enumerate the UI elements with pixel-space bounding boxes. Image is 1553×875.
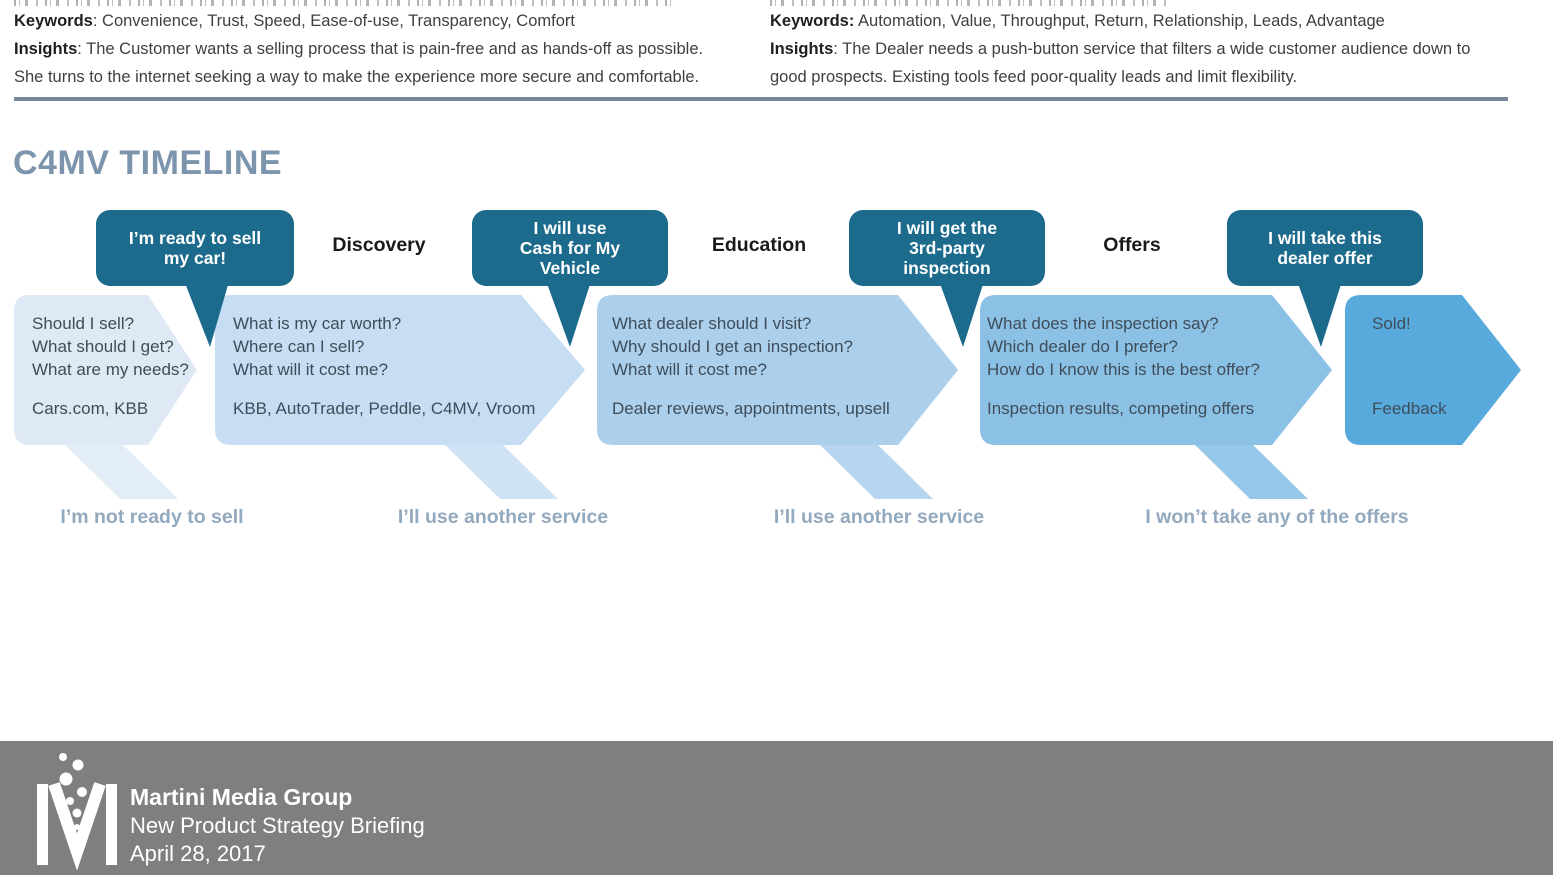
panel-sources-3: Dealer reviews, appointments, upsell — [612, 399, 890, 418]
question-line: What will it cost me? — [233, 360, 388, 379]
question-line: Which dealer do I prefer? — [987, 337, 1178, 356]
page-title: C4MV TIMELINE — [13, 144, 283, 182]
exit-tail-2 — [440, 440, 558, 499]
speech-bubble-inspection: I will get the 3rd-party inspection — [849, 210, 1045, 286]
question-line: Where can I sell? — [233, 337, 365, 356]
panel-sources-5: Feedback — [1372, 399, 1447, 418]
bubble-tail-2 — [545, 278, 592, 347]
exit-label-other-service-2: I’ll use another service — [773, 506, 985, 528]
speech-bubble-take-offer: I will take this dealer offer — [1227, 210, 1423, 286]
panel-sources-1: Cars.com, KBB — [32, 399, 149, 418]
panel-education — [597, 295, 958, 445]
panel-questions-4: What does the inspection say? Which deal… — [987, 312, 1260, 381]
panel-questions-3: What dealer should I visit? Why should I… — [612, 312, 853, 381]
exit-label-no-offers: I won’t take any of the offers — [1145, 506, 1409, 528]
panel-discovery — [215, 295, 585, 445]
bubble-line: I will use — [533, 218, 607, 238]
bubble-line: inspection — [903, 258, 991, 278]
panel-questions-1: Should I sell? What should I get? What a… — [32, 312, 189, 381]
exit-label-other-service-1: I’ll use another service — [397, 506, 609, 528]
panel-sources-2: KBB, AutoTrader, Peddle, C4MV, Vroom — [233, 399, 536, 418]
exit-tail-1 — [60, 440, 178, 499]
exit-tail-4 — [1190, 440, 1308, 499]
clipped-text-line-left — [14, 0, 676, 6]
insights-line1-dealer: Insights: The Dealer needs a push-button… — [770, 40, 1470, 59]
stage-label-education: Education — [711, 234, 807, 256]
keywords-text: : Convenience, Trust, Speed, Ease-of-use… — [92, 12, 575, 30]
keywords-text: Automation, Value, Throughput, Return, R… — [854, 12, 1385, 30]
footer-bar: Martini Media Group New Product Strategy… — [0, 741, 1553, 875]
panel-awareness — [14, 295, 197, 445]
panel-questions-5: Sold! — [1372, 312, 1411, 335]
timeline-diagram — [14, 278, 1521, 499]
question-line: What is my car worth? — [233, 314, 402, 333]
panel-offers — [980, 295, 1332, 445]
insights-line1-customer: Insights: The Customer wants a selling p… — [14, 40, 703, 59]
insights-label: Insights — [14, 40, 78, 58]
question-line: Should I sell? — [32, 314, 135, 333]
keywords-label: Keywords — [14, 12, 93, 30]
panel-questions-2: What is my car worth? Where can I sell? … — [233, 312, 401, 381]
bubble-line: I will take this — [1268, 228, 1382, 248]
insights-text: : The Customer wants a selling process t… — [77, 40, 704, 58]
bubble-line: I will get the — [896, 218, 998, 238]
footer-date: April 28, 2017 — [130, 841, 266, 866]
question-line: Why should I get an inspection? — [612, 337, 853, 356]
bubble-tail-3 — [938, 278, 985, 347]
question-line: What will it cost me? — [612, 360, 767, 379]
question-line: What are my needs? — [32, 360, 189, 379]
bubble-line: I’m ready to sell — [128, 228, 262, 248]
question-line: What dealer should I visit? — [612, 314, 812, 333]
keywords-label: Keywords: — [770, 12, 855, 30]
stage-label-discovery: Discovery — [332, 234, 426, 256]
bubble-line: Vehicle — [539, 258, 601, 278]
bubble-line: Cash for My — [519, 238, 621, 258]
martini-media-logo — [37, 753, 117, 870]
exit-label-not-ready: I’m not ready to sell — [60, 506, 244, 528]
insights-line2-customer: She turns to the internet seeking a way … — [14, 68, 700, 86]
insights-label: Insights — [770, 40, 834, 58]
clipped-text-line-right — [770, 0, 1168, 6]
question-line: What does the inspection say? — [987, 314, 1219, 333]
bubble-tail-4 — [1296, 278, 1343, 347]
panel-sold — [1345, 295, 1521, 445]
section-divider — [14, 97, 1508, 101]
insights-line2-dealer: good prospects. Existing tools feed poor… — [770, 68, 1298, 86]
question-line: How do I know this is the best offer? — [987, 360, 1260, 379]
speech-bubble-ready-to-sell: I’m ready to sell my car! — [96, 210, 294, 286]
bubble-line: my car! — [163, 248, 227, 268]
question-line: What should I get? — [32, 337, 174, 356]
keywords-line-customer: Keywords: Convenience, Trust, Speed, Eas… — [14, 12, 575, 31]
question-line: Sold! — [1372, 314, 1411, 333]
keywords-line-dealer: Keywords: Automation, Value, Throughput,… — [770, 12, 1385, 31]
bubble-line: 3rd-party — [909, 238, 985, 258]
speech-bubble-use-c4mv: I will use Cash for My Vehicle — [472, 210, 668, 286]
footer-subtitle: New Product Strategy Briefing — [130, 813, 425, 838]
panel-sources-4: Inspection results, competing offers — [987, 399, 1255, 418]
bubble-line: dealer offer — [1277, 248, 1373, 268]
stage-label-offers: Offers — [1103, 234, 1161, 256]
bubble-tail-1 — [183, 278, 230, 347]
insights-text: : The Dealer needs a push-button service… — [833, 40, 1471, 58]
footer-company-name: Martini Media Group — [130, 784, 353, 810]
exit-tail-3 — [815, 440, 933, 499]
